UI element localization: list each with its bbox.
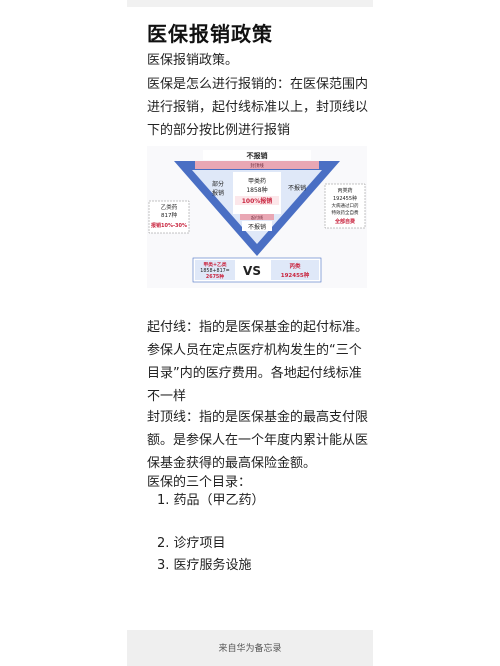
right-note-line1: 丙类药 [337, 187, 352, 194]
center-badge: 100%报销 [242, 197, 273, 205]
right-note-badge: 全部自费 [334, 218, 355, 225]
compare-right-line1: 丙类 [289, 262, 301, 270]
ceiling-label: 封顶线 [250, 162, 264, 169]
paragraph-three-lists: 医保的三个目录： [147, 475, 252, 490]
right-note-line3: 大病通过口药 [332, 202, 359, 209]
compare-right-bg [271, 260, 319, 280]
note-page[interactable] [127, 0, 373, 666]
left-note-box [148, 200, 190, 234]
list-item-facilities: 3. 医疗服务设施 [157, 558, 252, 573]
right-note-line2: 192455种 [333, 195, 357, 202]
top-band [203, 150, 311, 160]
center-line1: 甲类药 [248, 177, 266, 185]
paragraph-deductible: 起付线：指的是医保基金的起付标准。参保人员在定点医疗机构发生的“三个目录”内的医… [147, 320, 369, 404]
list-item-drugs: 1. 药品（甲乙药） [157, 493, 265, 508]
left-note-line2: 817种 [161, 211, 177, 219]
right-note-box [324, 183, 366, 229]
right-note-line4: 特效药全自费 [332, 209, 359, 216]
left-box-line2: 报销 [212, 189, 224, 197]
left-background [0, 0, 127, 666]
left-note-badge: 报销10%-30% [151, 222, 187, 229]
left-box-line1: 部分 [212, 180, 224, 188]
compare-vs: VS [243, 264, 261, 278]
compare-right-line2: 192455种 [281, 271, 310, 279]
footer-source: 来自华为备忘录 [218, 644, 282, 654]
center-box [233, 172, 281, 214]
top-strip [127, 0, 373, 7]
center-badge-bg [235, 196, 279, 205]
right-background [373, 0, 500, 666]
bottom-box [242, 221, 272, 231]
list-item-diagnosis: 2. 诊疗项目 [157, 536, 226, 551]
floor-band [240, 214, 274, 220]
compare-left-line3: 2675种 [206, 273, 224, 280]
paragraph-intro: 医保报销政策。 [147, 53, 239, 68]
bottom-box-label: 不报销 [248, 223, 266, 231]
diagram-svg: 不报销 封顶线 甲类药 1858种 100%报销 部分 报销 不报销 起付线 不… [148, 150, 366, 283]
note-title: 医保报销政策 [147, 22, 273, 46]
left-note-line1: 乙类药 [161, 203, 178, 211]
compare-left-line1: 甲类+乙类 [203, 261, 226, 268]
compare-left-line2: 1858+817= [200, 268, 229, 274]
compare-left-bg [195, 260, 235, 280]
right-box-label: 不报销 [288, 184, 306, 192]
footer-bar: 来自华为备忘录 [127, 630, 373, 666]
floor-label: 起付线 [251, 214, 263, 220]
paragraph-cap: 封顶线：指的是医保基金的最高支付限额。是参保人在一个年度内累计能从医保基金获得的… [147, 410, 369, 471]
paragraph-how: 医保是怎么进行报销的：在医保范围内进行报销，起付线标准以上，封顶线以下的部分按比… [147, 77, 369, 138]
ceiling-band [195, 161, 319, 169]
top-label: 不报销 [247, 151, 268, 160]
center-line2: 1858种 [246, 186, 267, 194]
reimbursement-diagram: 不报销 封顶线 甲类药 1858种 100%报销 部分 报销 不报销 起付线 不… [147, 146, 367, 288]
